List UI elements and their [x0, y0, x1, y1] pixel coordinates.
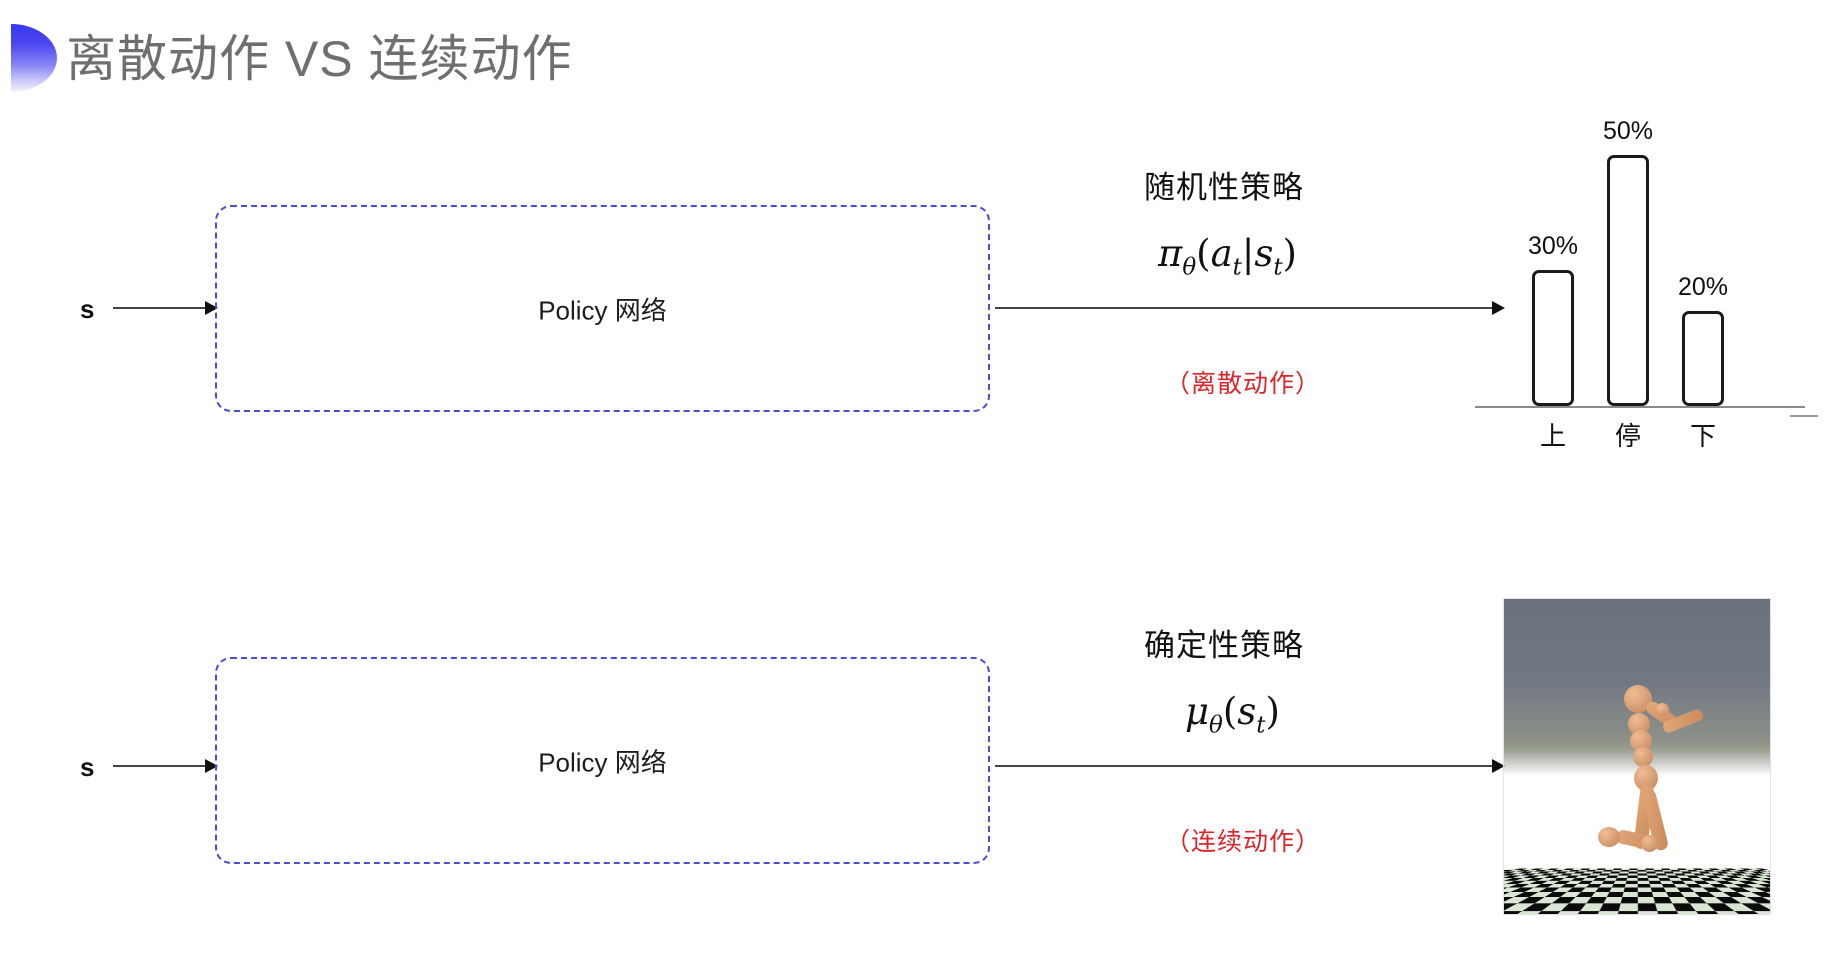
- bar-category-0: 上: [1539, 421, 1566, 451]
- humanoid-simulation-image: [1503, 598, 1771, 915]
- formula-open-paren: (: [1196, 232, 1211, 275]
- humanoid-abdomen: [1633, 747, 1653, 767]
- arrow-shaft: [113, 307, 207, 309]
- formula-fn-sub: θ: [1182, 254, 1197, 281]
- humanoid-chest: [1630, 730, 1652, 752]
- action-note-discrete: （离散动作）: [1165, 370, 1322, 398]
- state-input-label-continuous: s: [80, 752, 95, 782]
- arrow-head: [1492, 301, 1505, 315]
- arrow-head: [205, 301, 218, 315]
- arrow-head: [205, 759, 218, 773]
- humanoid-foot: [1598, 827, 1620, 847]
- formula-arg1: a: [1210, 232, 1233, 275]
- formula-arg2-sub: t: [1273, 254, 1283, 281]
- formula-fn: μ: [1185, 690, 1210, 733]
- action-probability-bar-chart: 30% 50% 20% 上 停 下: [1470, 110, 1810, 451]
- bar-rect-2: [1682, 311, 1724, 406]
- state-input-label-discrete: s: [80, 294, 95, 324]
- formula-fn-sub: θ: [1209, 712, 1223, 739]
- bar-value-1: 50%: [1602, 117, 1654, 145]
- formula-arg1-sub: t: [1232, 254, 1242, 281]
- policy-kind-stochastic: 随机性策略: [1144, 170, 1304, 205]
- humanoid-hand: [1656, 703, 1669, 716]
- bar-rect-0: [1532, 270, 1574, 406]
- bar-category-1: 停: [1614, 421, 1641, 451]
- bar-rect-1: [1607, 155, 1649, 406]
- formula-arg1: s: [1237, 690, 1257, 733]
- arrow-state-to-policy-discrete: [113, 301, 218, 315]
- arrow-state-to-policy-continuous: [113, 759, 218, 773]
- arrow-policy-to-output-continuous: [995, 759, 1505, 773]
- title-bullet-icon: [11, 24, 57, 92]
- policy-network-box-continuous[interactable]: Policy 网络: [215, 657, 990, 864]
- humanoid-neck: [1628, 713, 1650, 735]
- humanoid-body: [1504, 599, 1770, 914]
- formula-deterministic-policy: μθ(st): [1185, 690, 1280, 738]
- formula-close-paren: ): [1265, 690, 1280, 733]
- bar-value-2: 20%: [1677, 273, 1729, 301]
- arrow-head: [1492, 759, 1505, 773]
- chart-x-axis: [1475, 406, 1805, 408]
- slide-edge-rule: [1790, 415, 1818, 417]
- formula-stochastic-policy: πθ(at|st): [1158, 232, 1297, 280]
- arrow-shaft: [995, 307, 1494, 309]
- formula-fn: π: [1158, 232, 1183, 275]
- arrow-policy-to-output-discrete: [995, 301, 1505, 315]
- policy-network-label-continuous: Policy 网络: [538, 747, 667, 777]
- formula-arg1-sub: t: [1256, 712, 1266, 739]
- formula-open-paren: (: [1222, 690, 1238, 733]
- arrow-shaft: [113, 765, 207, 767]
- formula-close-paren: ): [1282, 232, 1297, 275]
- humanoid-knee: [1641, 835, 1658, 852]
- action-note-continuous: （连续动作）: [1165, 828, 1322, 856]
- policy-kind-deterministic: 确定性策略: [1144, 628, 1304, 663]
- formula-bar: |: [1241, 232, 1255, 275]
- policy-network-label-discrete: Policy 网络: [538, 295, 667, 325]
- bar-value-0: 30%: [1527, 232, 1579, 260]
- arrow-shaft: [995, 765, 1494, 767]
- policy-network-box-discrete[interactable]: Policy 网络: [215, 205, 990, 412]
- formula-arg2: s: [1254, 232, 1274, 275]
- bar-category-2: 下: [1689, 421, 1716, 451]
- page-title: 离散动作 VS 连续动作: [66, 31, 573, 87]
